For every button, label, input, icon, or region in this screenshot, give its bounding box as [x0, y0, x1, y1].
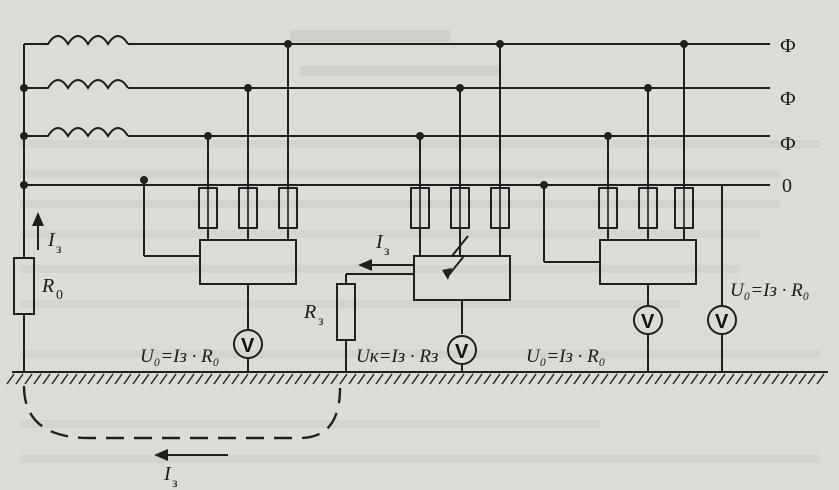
bus-labels: Ф Ф Ф 0 — [780, 35, 796, 197]
load-2: I з R з V — [303, 40, 511, 372]
formula-load-3: U₀=Iз · R₀ — [526, 346, 605, 367]
source-current-symbol: I — [47, 229, 56, 251]
ground-return-path: I з — [22, 385, 342, 490]
source-current-subscript: з — [56, 242, 62, 257]
load-enclosure — [199, 239, 297, 285]
return-current-subscript: з — [172, 476, 178, 490]
neutral-label: 0 — [782, 175, 792, 197]
svg-text:V: V — [241, 335, 255, 357]
fault-current-symbol: I — [375, 231, 384, 253]
bus-lines — [20, 43, 770, 189]
phase-label-3: Ф — [780, 133, 796, 155]
load-1: V — [140, 40, 298, 372]
load-enclosure-faulty — [413, 255, 511, 301]
svg-text:V: V — [715, 311, 729, 333]
ground — [6, 371, 828, 385]
rz-symbol: R — [303, 301, 316, 323]
formula-right: U₀=Iз · R₀ — [730, 280, 809, 301]
formula-load-1: U₀=Iз · R₀ — [140, 346, 219, 367]
neutral-voltmeter: V — [707, 185, 737, 372]
rz-subscript: з — [318, 314, 324, 329]
phase-label-1: Ф — [780, 35, 796, 57]
fault-symbol — [447, 235, 469, 277]
source-windings — [20, 35, 129, 230]
svg-text:V: V — [455, 341, 469, 363]
svg-text:V: V — [641, 311, 655, 333]
fault-current-subscript: з — [384, 244, 390, 259]
r0-symbol: R — [41, 275, 54, 297]
phase-label-2: Ф — [780, 88, 796, 110]
source-resistor: R 0 I з — [13, 212, 63, 372]
load-enclosure — [599, 239, 697, 285]
formulas: U₀=Iз · R₀ Uк=Iз · Rз U₀=Iз · R₀ U₀=Iз ·… — [140, 280, 809, 367]
resistor-rz — [336, 283, 356, 341]
r0-subscript: 0 — [56, 288, 63, 303]
load-3: V — [540, 40, 697, 372]
return-current-symbol: I — [163, 463, 172, 485]
formula-load-2: Uк=Iз · Rз — [356, 346, 438, 367]
